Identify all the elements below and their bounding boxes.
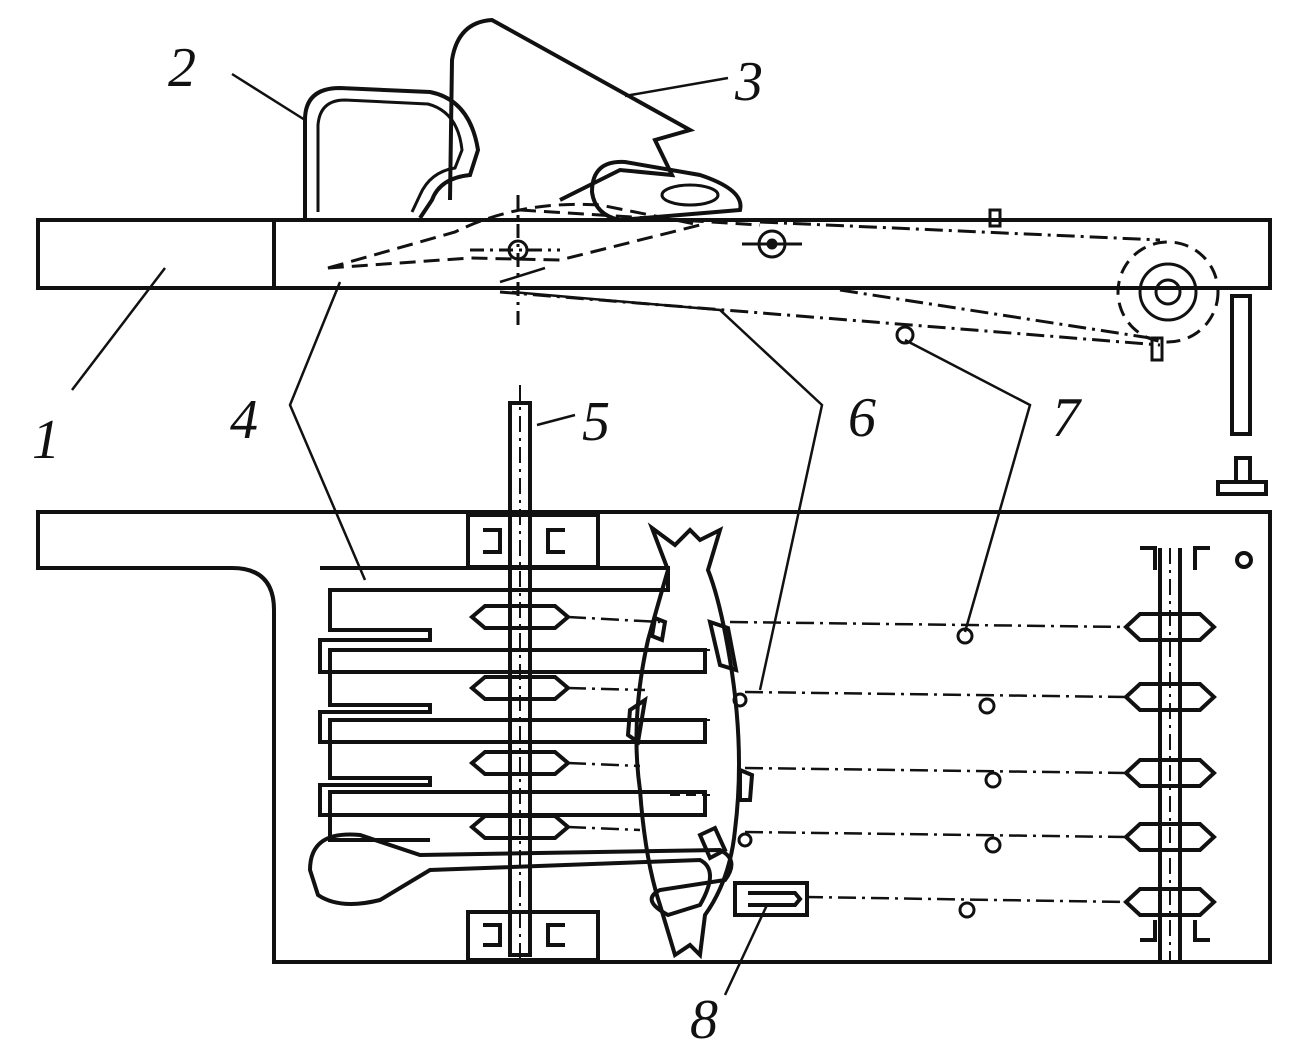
- brackets: [466, 513, 1253, 962]
- callout-1: 1: [32, 409, 60, 471]
- blade: [448, 17, 696, 202]
- rod-end: [1150, 336, 1164, 362]
- handle-inner: [316, 98, 464, 213]
- fish-holder: [733, 881, 809, 917]
- comb: [318, 566, 707, 842]
- frame: [36, 510, 1272, 964]
- pusher-rod: [499, 220, 1161, 347]
- cam-slot: [660, 183, 720, 207]
- callout-6: 6: [848, 387, 876, 449]
- fish: [625, 522, 755, 960]
- hook: [307, 832, 734, 918]
- pusher-lines: [567, 615, 1127, 904]
- right-shaft: [1123, 548, 1217, 960]
- drum: [1116, 240, 1220, 344]
- callout-4: 4: [230, 389, 258, 451]
- handle: [303, 85, 481, 220]
- callout-2: 2: [168, 37, 196, 99]
- leader-lines: [71, 72, 1032, 996]
- cam: [589, 159, 743, 223]
- lever-dashed: [327, 202, 761, 270]
- callout-5: 5: [582, 391, 610, 453]
- stop-pin: [988, 208, 1002, 228]
- callout-8: 8: [690, 989, 718, 1051]
- pivot-left: [470, 195, 560, 330]
- rod-pin: [895, 325, 915, 345]
- pivot-middle: [742, 229, 802, 259]
- callout-7: 7: [1052, 387, 1082, 449]
- side-view: [36, 17, 1272, 496]
- base-beam: [36, 218, 1272, 290]
- plan-view: [36, 385, 1272, 964]
- pins: [732, 627, 1002, 919]
- callout-3: 3: [734, 51, 763, 113]
- support-post: [1216, 294, 1268, 496]
